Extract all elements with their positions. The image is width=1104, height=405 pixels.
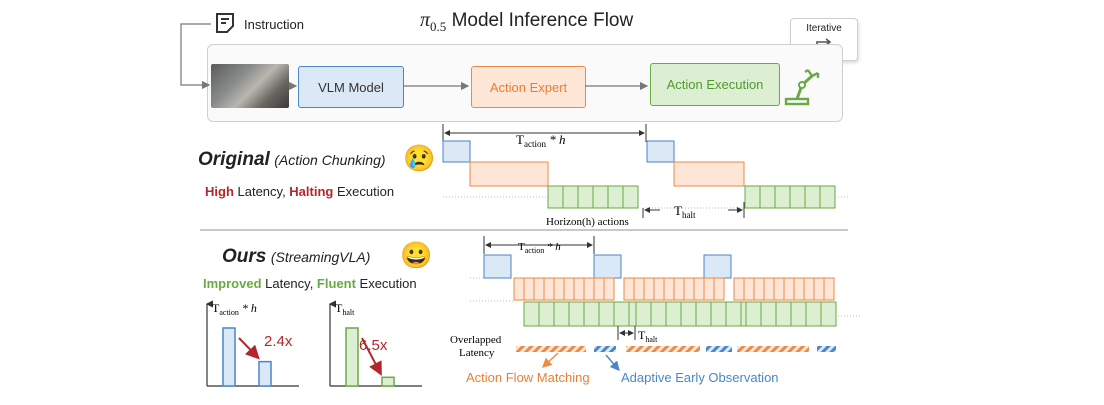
title-text: Model Inference Flow	[451, 10, 634, 31]
ours-exec-blocks	[523, 301, 837, 327]
reduction-arrow	[238, 337, 260, 360]
original-description: High Latency, Halting Execution	[205, 184, 394, 199]
ours-vlm-blocks	[483, 254, 732, 279]
ours-description: Improved Latency, Fluent Execution	[203, 276, 417, 291]
section-divider	[200, 229, 848, 231]
mini-chart-1: Taction * h 2.4x	[205, 300, 299, 387]
instruction-label: Instruction	[244, 17, 304, 32]
robot-arm-icon	[784, 69, 820, 106]
ours-subtitle: (StreamingVLA)	[270, 249, 371, 265]
mini-bar-original	[345, 327, 359, 387]
overlapped-label-line1: Overlapped	[450, 334, 502, 346]
word-improved: Improved	[203, 276, 262, 291]
reduction-arrow	[361, 337, 382, 376]
observation-image	[211, 64, 289, 108]
word-high: High	[205, 184, 234, 199]
ours-expert-blocks	[513, 277, 835, 301]
ours-timing-label: Taction * h	[518, 241, 561, 255]
ours-text-latency: Latency,	[261, 276, 317, 291]
original-vlm-block-1	[442, 140, 471, 163]
original-timeline: Taction * h Thalt Horizon(h) actions	[442, 124, 850, 228]
crying-emoji-icon: 😢	[403, 143, 436, 173]
mini-bar-ours	[258, 360, 272, 387]
page-title: π0.5 Model Inference Flow	[420, 9, 633, 35]
original-exec-group-2	[744, 185, 836, 209]
title-pi: π	[420, 9, 431, 31]
ours-text-execution: Execution	[355, 276, 417, 291]
overlapped-label-line2: Latency	[459, 347, 495, 359]
ratio-label: 2.4x	[264, 333, 293, 350]
text-latency: Latency,	[233, 184, 290, 199]
word-fluent: Fluent	[316, 276, 356, 291]
aeo-label: Adaptive Early Observation	[621, 370, 779, 385]
mini-chart-y-label: Taction * h	[212, 301, 257, 317]
ours-title: Ours	[222, 246, 267, 267]
word-halting: Halting	[289, 184, 334, 199]
mini-chart-y-label: Thalt	[335, 301, 355, 317]
instruction-icon	[216, 13, 234, 33]
horizon-label: Horizon(h) actions	[546, 216, 629, 228]
action-expert-box: Action Expert	[471, 66, 586, 108]
original-title: Original	[198, 149, 270, 170]
smiling-emoji-icon: 😀	[400, 240, 433, 270]
afm-label: Action Flow Matching	[466, 370, 590, 385]
text-execution: Execution	[333, 184, 395, 199]
iterative-label: Iterative	[806, 23, 842, 34]
vlm-model-box: VLM Model	[298, 66, 404, 108]
original-exec-group-1	[547, 185, 639, 209]
ratio-label: 6.5x	[359, 337, 388, 354]
action-execution-box: Action Execution	[650, 63, 780, 106]
original-halt-label: Thalt	[674, 203, 696, 220]
ours-heading: Ours (StreamingVLA)	[222, 246, 370, 268]
original-timing-label: Taction * h	[516, 132, 565, 149]
original-expert-block-1	[469, 161, 549, 187]
mini-bar-ours	[381, 376, 395, 387]
ours-halt-label: Thalt	[638, 328, 658, 344]
streaming-timeline: Taction * h Thalt Overlapped Latency Act…	[450, 236, 860, 385]
mini-bar-original	[222, 327, 236, 387]
title-subscript: 0.5	[430, 18, 447, 34]
original-vlm-block-2	[646, 140, 675, 163]
mini-charts: Taction * h 2.4x Thalt 6.5x	[205, 300, 422, 387]
original-subtitle: (Action Chunking)	[274, 152, 386, 168]
original-expert-block-2	[673, 161, 745, 187]
overlap-stripes	[516, 346, 836, 352]
pipeline-arrows	[180, 23, 649, 91]
original-heading: Original (Action Chunking)	[198, 149, 386, 171]
mini-chart-2: Thalt 6.5x	[328, 300, 422, 387]
